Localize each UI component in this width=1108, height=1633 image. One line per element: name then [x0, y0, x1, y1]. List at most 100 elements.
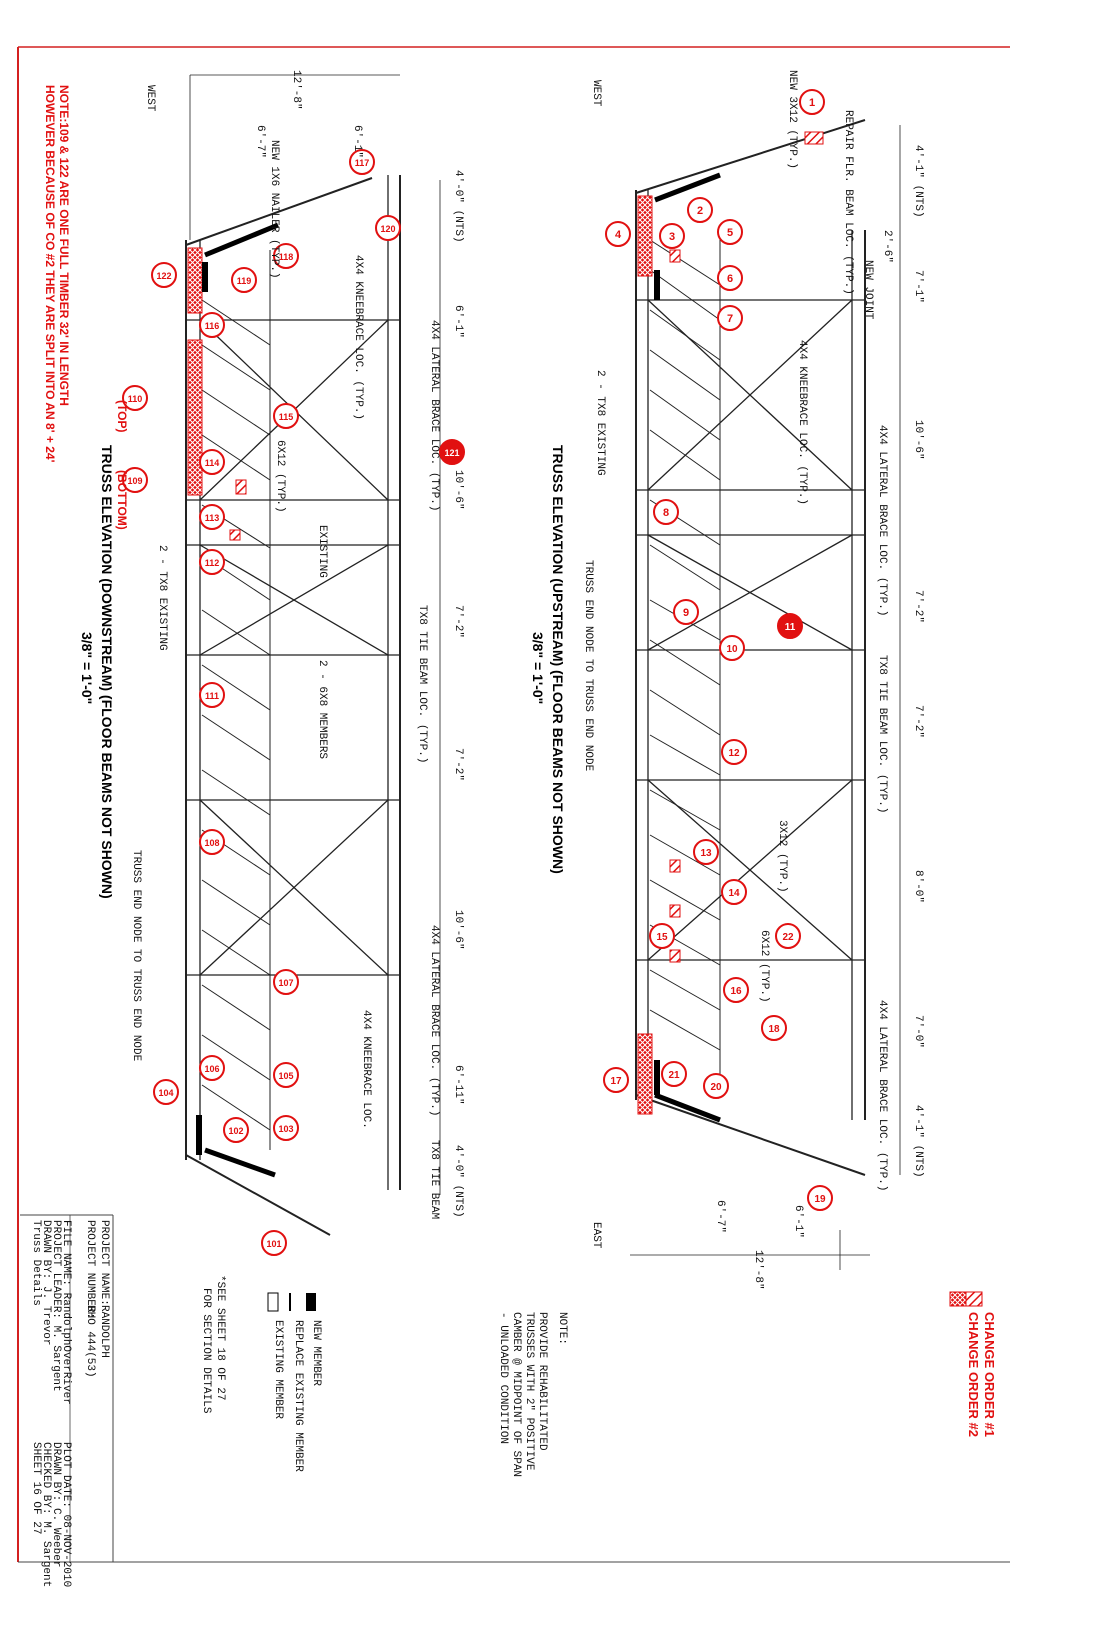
svg-text:6'-11": 6'-11": [452, 1065, 464, 1105]
svg-text:17: 17: [610, 1076, 622, 1087]
svg-text:19: 19: [814, 1194, 826, 1205]
svg-text:PROJECT LEADER: M. Sargent: PROJECT LEADER: M. Sargent: [50, 1220, 62, 1392]
callout-114: 114: [199, 449, 225, 475]
west-label-upstream: WEST: [590, 80, 602, 107]
downstream-truss: [185, 74, 441, 1236]
svg-text:6'-1": 6'-1": [351, 125, 363, 158]
svg-text:4'-1" (NTS): 4'-1" (NTS): [912, 1105, 924, 1178]
svg-text:(BOTTOM): (BOTTOM): [115, 470, 129, 530]
svg-text:4: 4: [615, 229, 622, 241]
svg-text:2: 2: [697, 205, 703, 217]
svg-text:4X4 LATERAL BRACE LOC. (TYP.): 4X4 LATERAL BRACE LOC. (TYP.): [428, 320, 440, 511]
svg-text:NEW MEMBER: NEW MEMBER: [310, 1320, 322, 1386]
svg-text:2'-6": 2'-6": [881, 230, 893, 263]
downstream-labels: WEST NEW 1X6 NAILER (TYP.) 4X4 KNEEBRACE…: [79, 70, 464, 1219]
svg-text:112: 112: [205, 558, 220, 568]
svg-text:15: 15: [656, 932, 668, 943]
general-note: NOTE: PROVIDE REHABILITATED TRUSSES WITH…: [497, 1312, 568, 1477]
svg-text:TRUSS END NODE TO TRUSS END NO: TRUSS END NODE TO TRUSS END NODE: [582, 560, 594, 772]
red-note: NOTE:109 & 122 ARE ONE FULL TIMBER 32' I…: [43, 85, 71, 463]
svg-text:PLOT DATE: 08-NOV-2010: PLOT DATE: 08-NOV-2010: [60, 1442, 72, 1587]
svg-text:6'-7": 6'-7": [714, 1200, 726, 1233]
svg-text:CHECKED BY: M. Sargent: CHECKED BY: M. Sargent: [40, 1442, 52, 1587]
callout-112: 112: [199, 549, 225, 575]
svg-text:- UNLOADED CONDITION: - UNLOADED CONDITION: [497, 1312, 509, 1444]
svg-text:9: 9: [683, 607, 689, 619]
svg-text:111: 111: [205, 691, 219, 701]
svg-text:8: 8: [663, 507, 669, 519]
svg-text:14: 14: [728, 888, 740, 899]
callout-120: 120: [375, 215, 401, 241]
svg-text:6X12 (TYP.): 6X12 (TYP.): [274, 440, 286, 513]
svg-text:6'-1": 6'-1": [452, 305, 464, 338]
svg-text:BHO 444(53): BHO 444(53): [84, 1305, 96, 1378]
callout-8: 8: [653, 499, 679, 525]
svg-text:7'-2": 7'-2": [912, 705, 924, 738]
title-block: PROJECT NAME: RANDOLPH PROJECT NUMBER: B…: [20, 1214, 114, 1587]
west-label-downstream: WEST: [144, 85, 156, 112]
callout-21: 21: [661, 1061, 687, 1087]
callout-117: 117: [349, 149, 375, 175]
callout-113: 113: [199, 504, 225, 530]
svg-text:21: 21: [668, 1070, 680, 1081]
callout-103: 103: [273, 1115, 299, 1141]
callout-109: 109: [122, 467, 148, 493]
svg-text:4'-1" (NTS): 4'-1" (NTS): [912, 145, 924, 218]
callout-116: 116: [199, 312, 225, 338]
callout-19: 19: [807, 1185, 833, 1211]
svg-text:7'-2": 7'-2": [912, 590, 924, 623]
callout-107: 107: [273, 969, 299, 995]
downstream-scale: 3/8" = 1'-0": [79, 632, 95, 704]
svg-text:4X4 LATERAL BRACE LOC. (TYP.): 4X4 LATERAL BRACE LOC. (TYP.): [428, 925, 440, 1116]
svg-text:8'-0": 8'-0": [912, 870, 924, 903]
svg-text:117: 117: [355, 158, 370, 168]
svg-text:4'-0" (NTS): 4'-0" (NTS): [452, 1145, 464, 1218]
svg-text:10: 10: [726, 644, 738, 655]
svg-text:6'-1": 6'-1": [792, 1205, 804, 1238]
callout-11: 11: [777, 613, 803, 639]
svg-text:12'-8": 12'-8": [290, 70, 302, 110]
svg-text:2 - 6X8 MEMBERS: 2 - 6X8 MEMBERS: [316, 660, 328, 759]
svg-text:109: 109: [127, 476, 142, 486]
change-order-legend: CHANGE ORDER #1 CHANGE ORDER #2: [949, 1291, 997, 1437]
svg-text:2 - TX8 EXISTING: 2 - TX8 EXISTING: [594, 370, 606, 476]
svg-text:10'-6": 10'-6": [452, 910, 464, 950]
svg-text:3X12 (TYP.): 3X12 (TYP.): [776, 820, 788, 893]
svg-text:7: 7: [727, 313, 733, 325]
callout-12: 12: [721, 739, 747, 765]
svg-text:EXISTING MEMBER: EXISTING MEMBER: [272, 1320, 284, 1419]
svg-text:110: 110: [128, 394, 143, 404]
svg-text:4X4 KNEEBRACE LOC. (TYP.): 4X4 KNEEBRACE LOC. (TYP.): [796, 340, 808, 505]
svg-text:EXISTING: EXISTING: [316, 525, 328, 578]
svg-text:CAMBER @ MIDPOINT OF SPAN: CAMBER @ MIDPOINT OF SPAN: [510, 1312, 522, 1477]
svg-text:116: 116: [205, 321, 220, 331]
svg-text:TRUSSES WITH 2" POSITIVE: TRUSSES WITH 2" POSITIVE: [523, 1312, 535, 1471]
callout-104: 104: [153, 1079, 179, 1105]
upstream-labels: WEST EAST NEW 3X12 (TYP.) REPAIR FLR. BE…: [530, 70, 924, 1290]
svg-text:6X12 (TYP.): 6X12 (TYP.): [758, 930, 770, 1003]
svg-text:13: 13: [700, 848, 712, 859]
svg-text:3: 3: [669, 231, 675, 243]
callout-101: 101: [261, 1230, 287, 1256]
new-member-swatch: [306, 1293, 316, 1311]
svg-text:NOTE:: NOTE:: [556, 1312, 568, 1345]
svg-text:102: 102: [228, 1126, 243, 1136]
callout-16: 16: [723, 977, 749, 1003]
callout-20: 20: [703, 1073, 729, 1099]
upstream-member-markers: [637, 131, 824, 1123]
svg-text:115: 115: [279, 412, 294, 422]
change-order-1-swatch: [965, 1291, 983, 1307]
svg-text:16: 16: [730, 986, 742, 997]
callout-14: 14: [721, 879, 747, 905]
svg-text:FOR SECTION DETAILS: FOR SECTION DETAILS: [200, 1288, 212, 1414]
svg-text:NOTE:109 & 122 ARE ONE FULL TI: NOTE:109 & 122 ARE ONE FULL TIMBER 32' I…: [57, 85, 71, 406]
svg-text:7'-0": 7'-0": [912, 1015, 924, 1048]
callout-115: 115: [273, 403, 299, 429]
svg-text:FILE NAME: RandolphOverRiver: FILE NAME: RandolphOverRiver: [60, 1220, 72, 1405]
svg-text:4X4 LATERAL BRACE LOC. (TYP.): 4X4 LATERAL BRACE LOC. (TYP.): [876, 425, 888, 616]
svg-text:12'-8": 12'-8": [752, 1250, 764, 1290]
svg-text:20: 20: [710, 1082, 722, 1093]
downstream-title: TRUSS ELEVATION (DOWNSTREAM) (FLOOR BEAM…: [99, 445, 115, 899]
sheet-border: [17, 46, 1010, 1563]
